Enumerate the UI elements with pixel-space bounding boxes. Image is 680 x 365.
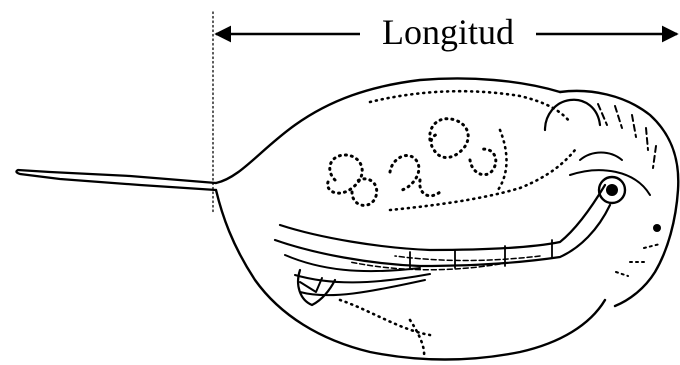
gut <box>340 91 575 356</box>
head <box>545 91 678 306</box>
brood-eggs <box>328 119 496 206</box>
length-label: Longitud <box>382 12 514 52</box>
post-abdomen <box>298 270 335 305</box>
antenna <box>275 185 610 268</box>
setae <box>285 255 540 295</box>
tail-spine <box>16 170 216 190</box>
